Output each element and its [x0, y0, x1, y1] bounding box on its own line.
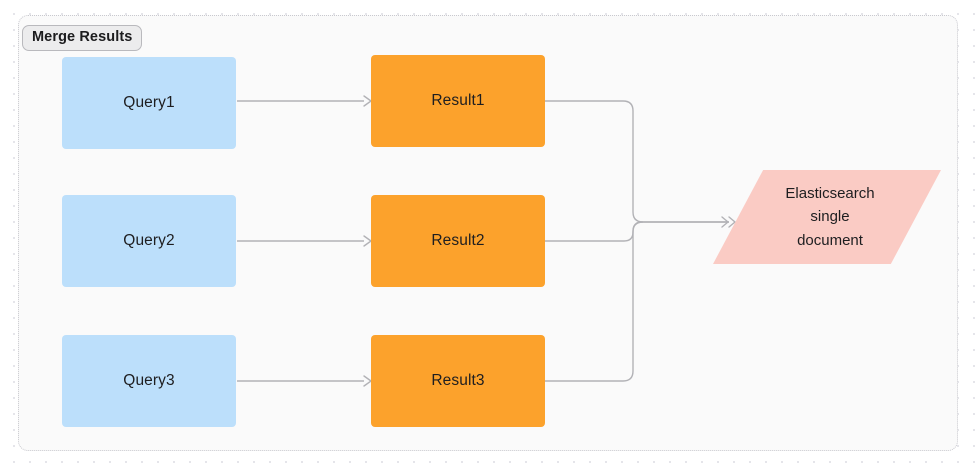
- node-result2-label: Result2: [431, 232, 485, 249]
- node-result3-label: Result3: [431, 372, 485, 389]
- node-query1[interactable]: Query1: [62, 57, 236, 149]
- node-document-label: Elasticsearch single document: [713, 170, 941, 264]
- document-label-line1: Elasticsearch: [785, 185, 875, 203]
- node-result1[interactable]: Result1: [371, 55, 545, 147]
- node-elasticsearch-document[interactable]: Elasticsearch single document: [713, 170, 941, 264]
- node-result3[interactable]: Result3: [371, 335, 545, 427]
- node-query2[interactable]: Query2: [62, 195, 236, 287]
- node-result2[interactable]: Result2: [371, 195, 545, 287]
- node-query2-label: Query2: [123, 232, 175, 249]
- node-result1-label: Result1: [431, 92, 485, 109]
- document-label-line2: single: [810, 208, 850, 226]
- node-query3-label: Query3: [123, 372, 175, 389]
- document-label-line3: document: [797, 231, 863, 249]
- node-query3[interactable]: Query3: [62, 335, 236, 427]
- group-label-merge-results[interactable]: Merge Results: [22, 25, 143, 51]
- node-query1-label: Query1: [123, 94, 175, 111]
